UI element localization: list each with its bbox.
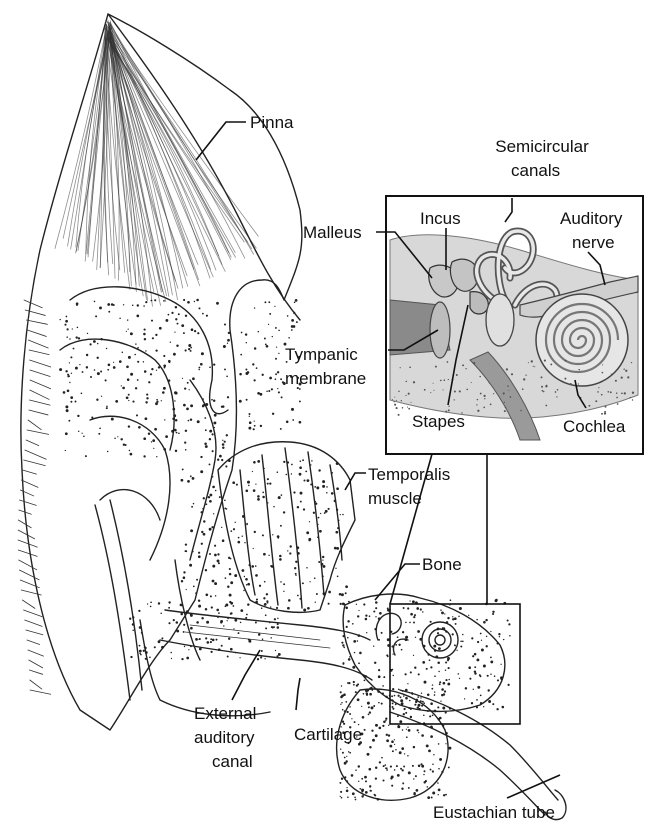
label-temporalis-line2: muscle — [368, 489, 422, 508]
pinna-fur-strokes — [18, 20, 258, 694]
label-semicircular-canals-line1: Semicircular — [495, 137, 589, 156]
label-auditory-nerve-line1: Auditory — [560, 209, 623, 228]
label-cochlea: Cochlea — [563, 417, 626, 436]
label-cartilage: Cartilage — [294, 725, 362, 744]
eustachian-leader — [507, 775, 560, 798]
cartilage-leader — [296, 678, 300, 710]
label-semicircular-canals-line2: canals — [511, 161, 560, 180]
label-external-line2: auditory — [194, 728, 255, 747]
external-canal-leader — [232, 650, 260, 700]
label-auditory-nerve-line2: nerve — [572, 233, 615, 252]
label-stapes: Stapes — [412, 412, 465, 431]
label-eustachian-tube: Eustachian tube — [433, 803, 555, 822]
label-malleus: Malleus — [303, 223, 362, 242]
label-temporalis-line1: Temporalis — [368, 465, 450, 484]
label-external-line3: canal — [212, 752, 253, 771]
tympanic-membrane-shape — [430, 302, 450, 358]
label-tympanic-line1: Tympanic — [285, 345, 358, 364]
label-incus: Incus — [420, 209, 461, 228]
cochlea-shape — [536, 294, 628, 386]
label-external-line1: External — [194, 704, 256, 723]
label-tympanic-line2: membrane — [285, 369, 366, 388]
temporalis-muscle-illustration — [218, 442, 355, 613]
label-pinna: Pinna — [250, 113, 294, 132]
label-bone: Bone — [422, 555, 462, 574]
